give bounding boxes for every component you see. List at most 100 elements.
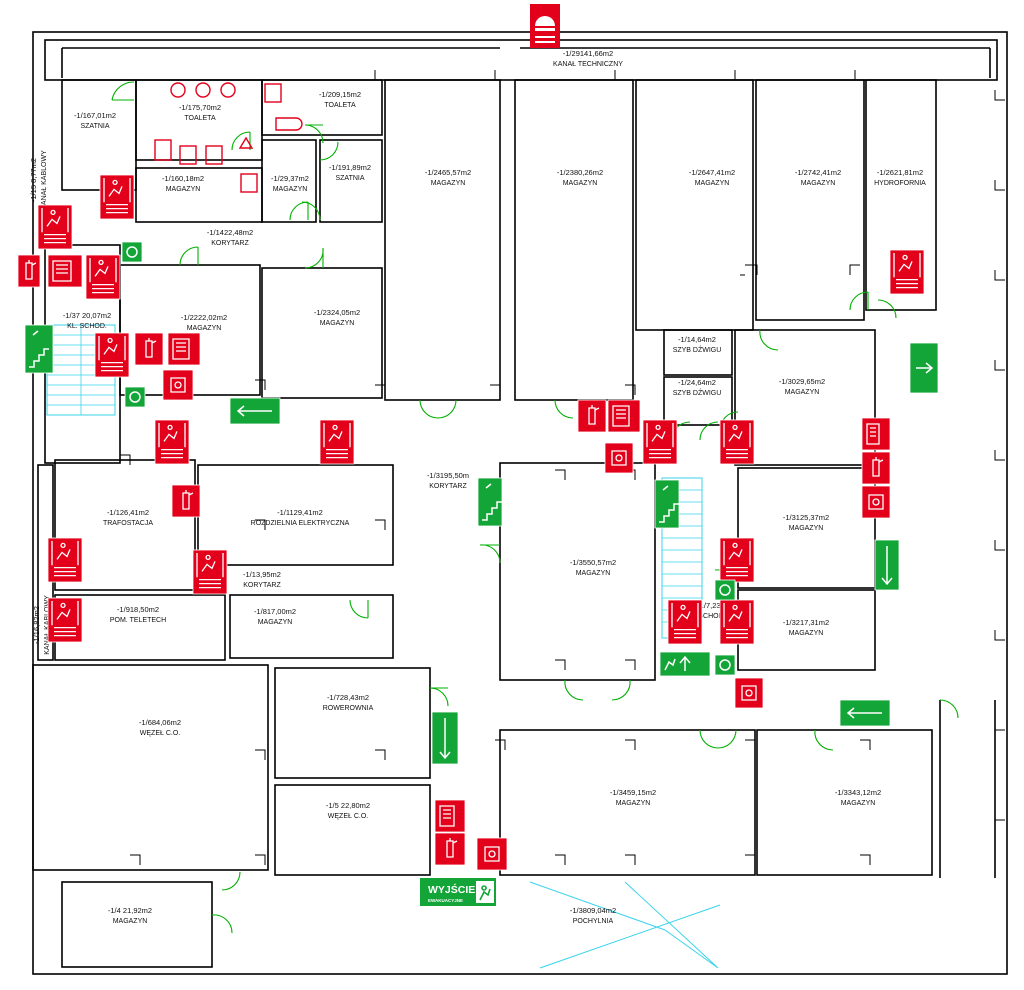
running-man-icon — [99, 174, 135, 220]
exit-arrow-icon — [431, 711, 459, 765]
fire-extinguisher-icon — [17, 254, 41, 288]
room-area: -1/14,64m2 — [678, 335, 716, 344]
alarm-button-icon — [162, 369, 194, 401]
room-area: -1/24,64m2 — [678, 378, 716, 387]
walls-top-left — [61, 79, 937, 401]
room-name: TOALETA — [324, 102, 356, 109]
fire-hose-icon — [47, 254, 83, 288]
room-name: MAGAZYN — [431, 180, 466, 187]
room-name: MAGAZYN — [576, 570, 611, 577]
fire-extinguisher-icon — [861, 451, 891, 485]
room-area: -1/1422,48m2 — [207, 228, 253, 237]
room-name: MAGAZYN — [166, 186, 201, 193]
fire-extinguisher-icon — [577, 399, 607, 433]
running-man-icon — [479, 885, 491, 901]
room-area: -1/3550,57m2 — [570, 558, 616, 567]
fire-hose-icon — [167, 332, 201, 366]
room-area: -1/126,41m2 — [107, 508, 149, 517]
alarm-button-icon — [734, 677, 764, 709]
room-name: MAGAZYN — [801, 180, 836, 187]
ramp-lines — [529, 881, 721, 969]
doors — [111, 81, 959, 934]
room-area: -1/2222,02m2 — [181, 313, 227, 322]
room-name: MAGAZYN — [563, 180, 598, 187]
room-area: -1/3809,04m2 — [570, 906, 616, 915]
fire-hose-icon — [434, 799, 466, 833]
running-man-icon — [94, 332, 130, 378]
running-man-icon — [192, 549, 228, 595]
stairs-icon — [654, 479, 680, 529]
safety-signs — [17, 174, 939, 871]
room-name: SZATNIA — [80, 123, 109, 130]
exit-arrow-icon — [659, 651, 711, 677]
stairs-icon — [477, 477, 503, 527]
room-area: -1/2647,41m2 — [689, 168, 735, 177]
toilet-fixtures — [154, 82, 303, 193]
room-area: -1/3459,15m2 — [610, 788, 656, 797]
room-name: ROZDZIELNIA ELEKTRYCZNA — [251, 520, 350, 527]
room-area: -1/3217,31m2 — [783, 618, 829, 627]
fire-hose-icon — [861, 417, 891, 451]
running-man-icon — [719, 419, 755, 465]
exit-sign-main: WYJŚCIE — [428, 883, 475, 896]
room-name: TRAFOSTACJA — [103, 520, 153, 527]
room-name: POCHYLNIA — [573, 918, 614, 925]
hydrant-point-icon — [714, 654, 736, 676]
running-man-icon — [37, 204, 73, 250]
room-name: KORYTARZ — [429, 483, 467, 490]
evacuation-exit-sign: WYJŚCIE EWAKUACYJNE — [420, 878, 496, 906]
room-name: KORYTARZ — [243, 582, 281, 589]
room-area: -1/2621,81m2 — [877, 168, 923, 177]
room-name: MAGAZYN — [695, 180, 730, 187]
fire-hose-icon — [607, 399, 641, 433]
room-name: SCHOD. — [698, 613, 725, 620]
fire-extinguisher-icon — [434, 832, 466, 866]
stairs-icon — [24, 324, 54, 374]
room-name: SZATNIA — [335, 175, 364, 182]
room-name: MAGAZYN — [616, 800, 651, 807]
room-area: -1/209,15m2 — [319, 90, 361, 99]
room-area: -1/728,43m2 — [327, 693, 369, 702]
room-area: -1/15 8,77m2 — [29, 158, 38, 202]
room-name: SZYB DŹWIGU — [673, 345, 722, 354]
exit-arrow-icon — [874, 539, 900, 591]
exit-sign-sub: EWAKUACYJNE — [428, 898, 463, 903]
fire-extinguisher-icon — [134, 332, 164, 366]
room-name: MAGAZYN — [258, 619, 293, 626]
running-man-icon — [719, 537, 755, 583]
room-name: WĘZEŁ C.O. — [140, 730, 181, 737]
room-area: -1/175,70m2 — [179, 103, 221, 112]
room-area: -1/684,06m2 — [139, 718, 181, 727]
room-name: MAGAZYN — [789, 525, 824, 532]
exit-arrow-icon — [909, 342, 939, 394]
room-area: -1/37 20,07m2 — [63, 311, 111, 320]
running-man-icon — [47, 537, 83, 583]
running-man-icon — [667, 599, 703, 645]
hydrant-point-icon — [124, 386, 146, 408]
room-name: SZYB DŹWIGU — [673, 388, 722, 397]
room-area: -1/167,01m2 — [74, 111, 116, 120]
walls-middle — [37, 244, 876, 681]
room-area: -1/3195,50m — [427, 471, 469, 480]
room-area: -1/7,23m — [697, 601, 727, 610]
room-area: -1/29,37m2 — [271, 174, 309, 183]
room-name: TOALETA — [184, 115, 216, 122]
